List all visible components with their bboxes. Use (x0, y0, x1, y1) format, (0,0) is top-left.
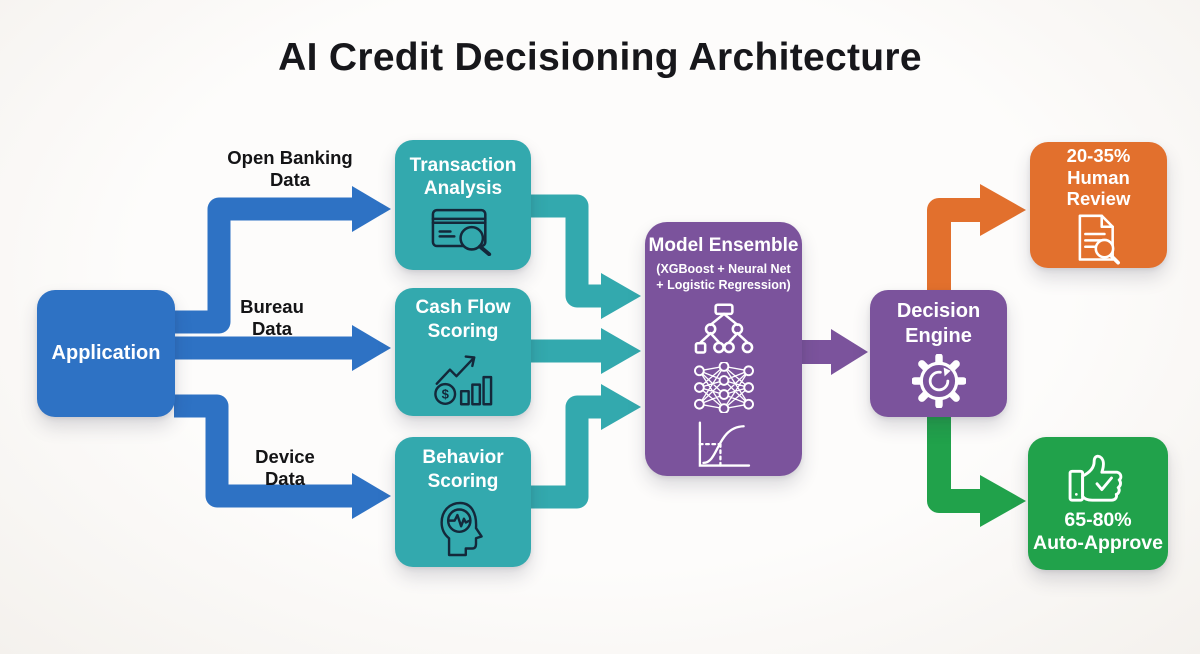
application-label: Application (51, 342, 161, 365)
decision-tree-icon (694, 302, 753, 354)
node-model-ensemble: Model Ensemble (XGBoost + Neural Net + L… (645, 222, 802, 476)
model-ensemble-icon-stack (693, 302, 755, 470)
cash-flow-scoring-label: Cash Flow Scoring (415, 297, 511, 342)
edge-label-open-banking-data: Open Banking Data (227, 147, 353, 190)
model-ensemble-subtitle: (XGBoost + Neural Net + Logistic Regress… (656, 262, 791, 293)
decision-engine-label: Decision Engine (896, 300, 981, 347)
credit-card-search-icon (431, 209, 492, 257)
node-behavior-scoring: Behavior Scoring (395, 437, 531, 567)
node-application: Application (37, 290, 175, 417)
page-title: AI Credit Decisioning Architecture (278, 36, 922, 79)
node-cash-flow-scoring: Cash Flow Scoring $ (395, 288, 531, 416)
edge-label-device-data: Device Data (255, 446, 315, 489)
arrow-decision-to-approve (927, 414, 1026, 527)
gear-icon (911, 353, 966, 408)
node-decision-engine: Decision Engine (870, 290, 1007, 417)
arrow-application-to-cashflow (174, 325, 391, 371)
coin-bar-chart-icon: $ (434, 355, 493, 406)
arrow-ensemble-to-decision (801, 329, 868, 375)
node-auto-approve: 65-80% Auto-Approve (1028, 437, 1168, 570)
logistic-curve-icon (698, 421, 750, 467)
head-pulse-icon (440, 501, 483, 556)
arrow-application-to-behavior (174, 394, 391, 519)
arrow-behavior-to-ensemble (531, 384, 641, 509)
auto-approve-label: 65-80% Auto-Approve (1033, 508, 1163, 554)
human-review-label: 20-35% Human Review (1066, 144, 1131, 210)
arrow-decision-to-review (927, 184, 1026, 293)
node-human-review: 20-35% Human Review (1030, 142, 1167, 268)
transaction-analysis-label: Transaction Analysis (409, 154, 517, 199)
neural-network-icon (693, 361, 754, 413)
model-ensemble-title: Model Ensemble (648, 235, 799, 256)
document-search-icon (1078, 214, 1120, 265)
arrow-cashflow-to-ensemble (531, 328, 641, 374)
arrow-application-to-transaction (174, 186, 391, 334)
svg-text:$: $ (442, 386, 450, 401)
behavior-scoring-label: Behavior Scoring (422, 447, 504, 492)
arrow-transaction-to-ensemble (531, 194, 641, 319)
node-transaction-analysis: Transaction Analysis (395, 140, 531, 270)
edge-label-bureau-data: Bureau Data (240, 296, 304, 339)
thumbs-up-icon (1068, 454, 1123, 502)
